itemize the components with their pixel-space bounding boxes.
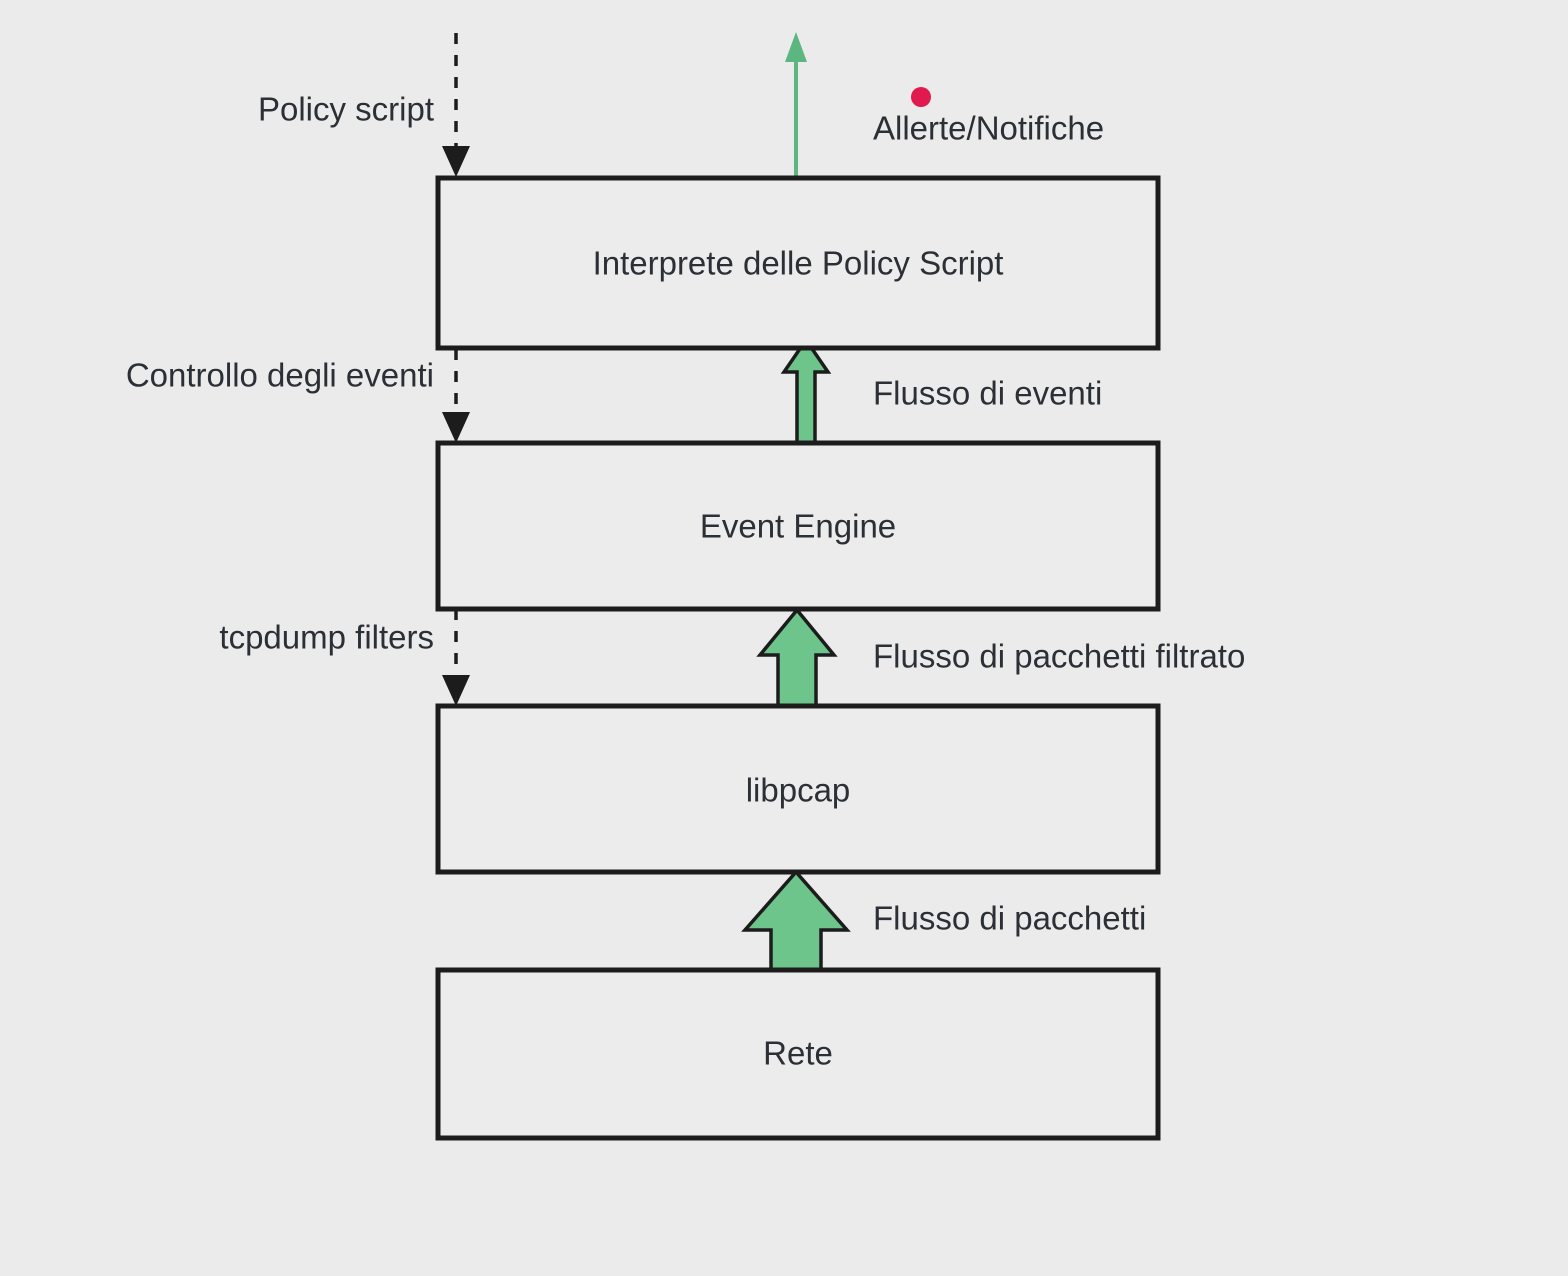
box-network[interactable]: Rete bbox=[435, 967, 1161, 1141]
policy-script-dashed-arrow bbox=[442, 33, 470, 177]
label-packet-flow: Flusso di pacchetti bbox=[873, 900, 1146, 937]
box-label-event-engine: Event Engine bbox=[700, 508, 896, 545]
filtered-packet-flow-block-arrow bbox=[756, 607, 838, 708]
packet-flow-block-arrow bbox=[741, 869, 851, 972]
label-alerts: Allerte/Notifiche bbox=[873, 110, 1104, 147]
box-label-network: Rete bbox=[763, 1035, 833, 1072]
box-policy-interpreter[interactable]: Interprete delle Policy Script bbox=[435, 175, 1161, 351]
box-label-libpcap: libpcap bbox=[746, 772, 851, 809]
event-control-dashed-arrow bbox=[442, 349, 470, 443]
label-event-flow: Flusso di eventi bbox=[873, 375, 1102, 412]
label-filtered-packet-flow: Flusso di pacchetti filtrato bbox=[873, 638, 1245, 675]
box-event-engine[interactable]: Event Engine bbox=[435, 440, 1161, 612]
alert-indicator-dot bbox=[911, 87, 931, 107]
label-policy-script: Policy script bbox=[258, 91, 434, 128]
event-flow-block-arrow bbox=[780, 336, 832, 445]
box-libpcap[interactable]: libpcap bbox=[435, 703, 1161, 875]
box-label-policy-interpreter: Interprete delle Policy Script bbox=[593, 245, 1004, 282]
label-event-control: Controllo degli eventi bbox=[126, 357, 434, 394]
alerts-output-arrow bbox=[785, 32, 807, 178]
label-tcpdump-filters: tcpdump filters bbox=[219, 619, 434, 656]
tcpdump-filters-dashed-arrow bbox=[442, 609, 470, 706]
